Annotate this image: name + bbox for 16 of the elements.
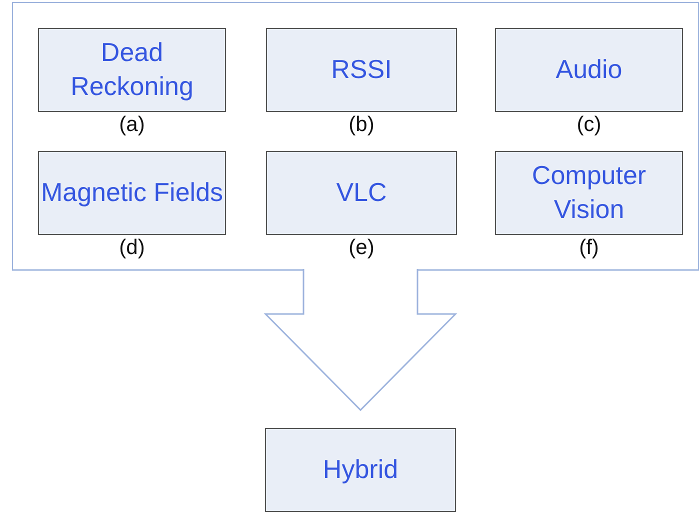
block-arrow (264, 268, 458, 412)
sublabel: (e) (348, 236, 376, 260)
box-label: Dead Reckoning (70, 36, 194, 103)
box-label: Audio (556, 53, 622, 86)
box-label: Magnetic Fields (40, 176, 224, 210)
sublabel: (b) (348, 113, 376, 136)
method-box (265, 428, 456, 512)
box-label: VLC (336, 176, 387, 210)
box-label: RSSI (331, 53, 392, 86)
box-label: Computer Vision (530, 159, 648, 226)
group-frame (12, 2, 699, 270)
sublabel: (a) (118, 113, 146, 136)
sublabel: (f) (578, 236, 600, 260)
sublabel: (c) (576, 113, 602, 136)
sublabel: (d) (118, 236, 146, 260)
box-label: Hybrid (322, 453, 398, 486)
